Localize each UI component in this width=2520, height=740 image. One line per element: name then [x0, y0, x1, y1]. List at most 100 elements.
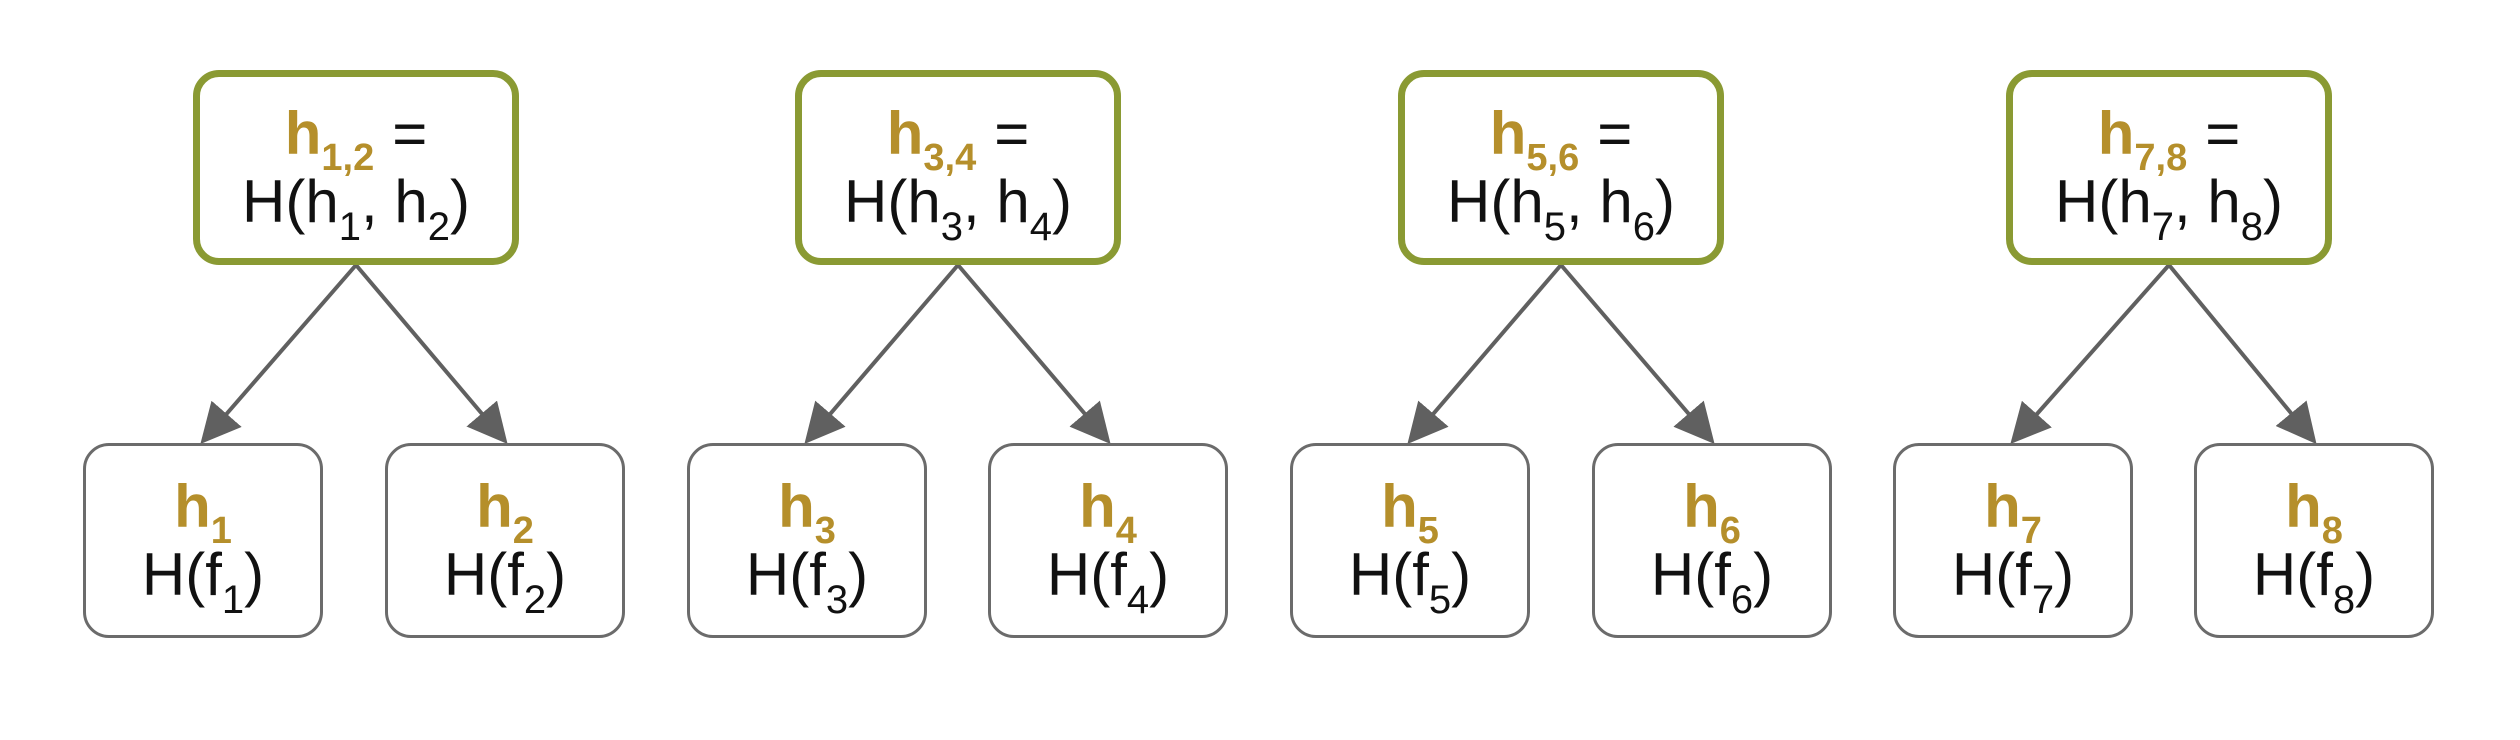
expr-start: H(f: [1951, 540, 2032, 608]
equals-sign: =: [2205, 99, 2241, 167]
hash-letter: h: [886, 99, 924, 167]
parent-node: h3,4=H(h3, h4): [795, 70, 1121, 265]
child-b-subscript: 8: [2240, 204, 2263, 249]
tree-arrow: [1407, 263, 1563, 445]
hash-letter: h: [1079, 472, 1116, 540]
parent-node: h1,2=H(h1, h2): [193, 70, 519, 265]
leaf-label: h6: [1683, 476, 1741, 550]
hash-subscript: 1,2: [321, 136, 375, 179]
expr-start: H(h: [1447, 167, 1544, 235]
parent-label: h7,8=: [2098, 103, 2241, 177]
expr-start: H(f: [1650, 540, 1731, 608]
hash-letter: h: [284, 99, 322, 167]
expr-end: ): [2054, 540, 2075, 608]
tree-arrow: [2010, 263, 2171, 444]
expr-end: ): [1051, 167, 1072, 235]
hash-subscript: 3: [814, 509, 836, 552]
hash-letter: h: [1683, 472, 1720, 540]
expr-mid: , h: [1565, 167, 1633, 235]
child-a-subscript: 3: [940, 204, 963, 249]
leaf-hash-name: h1: [174, 472, 232, 550]
leaf-label: h8: [2285, 476, 2343, 550]
hash-subscript: 1: [210, 509, 232, 552]
leaf-hash-name: h2: [476, 473, 534, 550]
parent-hash-name: h3,4: [886, 99, 976, 177]
leaf-hash-name: h5: [1381, 472, 1439, 550]
leaf-label: h2: [476, 476, 534, 550]
parent-hash-name: h7,8: [2098, 100, 2187, 177]
hash-letter: h: [1381, 472, 1418, 540]
equals-sign: =: [1597, 99, 1633, 167]
child-a-subscript: 7: [2151, 204, 2174, 249]
equals-sign: =: [392, 99, 428, 167]
leaf-label: h7: [1984, 476, 2042, 550]
hash-letter: h: [174, 472, 211, 540]
hash-letter: h: [2285, 472, 2322, 540]
file-subscript: 7: [2031, 577, 2055, 622]
parent-node: h7,8=H(h7, h8): [2006, 70, 2332, 265]
expr-mid: , h: [360, 167, 428, 235]
expr-end: ): [2262, 167, 2283, 235]
tree-arrow: [200, 263, 358, 445]
parent-expression: H(h5, h6): [1447, 171, 1675, 247]
tree-arrow: [1559, 263, 1715, 445]
leaf-hash-name: h6: [1683, 472, 1741, 550]
expr-end: ): [1451, 540, 1472, 608]
expr-start: H(h: [844, 167, 941, 235]
leaf-hash-name: h3: [778, 472, 836, 550]
hash-subscript: 2: [512, 509, 534, 552]
hash-letter: h: [778, 472, 815, 540]
leaf-label: h5: [1381, 476, 1439, 550]
parent-expression: H(h1, h2): [242, 171, 470, 247]
expr-start: H(f: [1046, 540, 1127, 608]
expr-mid: , h: [2173, 167, 2241, 235]
leaf-label: h4: [1079, 476, 1137, 550]
file-subscript: 4: [1126, 577, 1150, 622]
parent-label: h1,2=: [285, 103, 428, 177]
expr-end: ): [449, 167, 470, 235]
file-subscript: 8: [2332, 577, 2356, 622]
hash-subscript: 6: [1719, 509, 1741, 552]
file-subscript: 6: [1730, 577, 1754, 622]
tree-arrow: [354, 263, 508, 445]
child-a-subscript: 1: [338, 204, 361, 249]
expr-start: H(h: [242, 167, 339, 235]
parent-node: h5,6 =H(h5, h6): [1398, 70, 1724, 265]
hash-subscript: 7,8: [2134, 136, 2188, 179]
leaf-label: h1: [174, 476, 232, 550]
expr-start: H(f: [1348, 540, 1429, 608]
expr-end: ): [244, 540, 265, 608]
child-b-subscript: 2: [427, 204, 450, 249]
child-b-subscript: 4: [1029, 204, 1052, 249]
parent-expression: H(h7, h8): [2055, 171, 2283, 247]
expr-end: ): [1753, 540, 1774, 608]
tree-arrow: [956, 263, 1111, 445]
hash-subscript: 7: [2020, 509, 2042, 552]
parent-hash-name: h5,6: [1489, 99, 1579, 177]
hash-subscript: 5: [1417, 509, 1439, 552]
leaf-expression: H(f2): [444, 544, 566, 620]
leaf-label: h3: [778, 476, 836, 550]
hash-letter: h: [1489, 99, 1527, 167]
leaf-expression: H(f7): [1952, 544, 2074, 620]
parent-expression: H(h3, h4): [844, 171, 1072, 247]
expr-end: ): [2355, 540, 2376, 608]
leaf-hash-name: h8: [2285, 472, 2343, 550]
leaf-expression: H(f4): [1047, 544, 1169, 620]
expr-start: H(f: [443, 540, 524, 608]
leaf-expression: H(f1): [142, 544, 264, 620]
expr-end: ): [848, 540, 869, 608]
tree-arrow: [804, 263, 960, 445]
file-subscript: 3: [825, 577, 849, 622]
leaf-expression: H(f8): [2253, 544, 2375, 620]
leaf-expression: H(f3): [746, 544, 868, 620]
